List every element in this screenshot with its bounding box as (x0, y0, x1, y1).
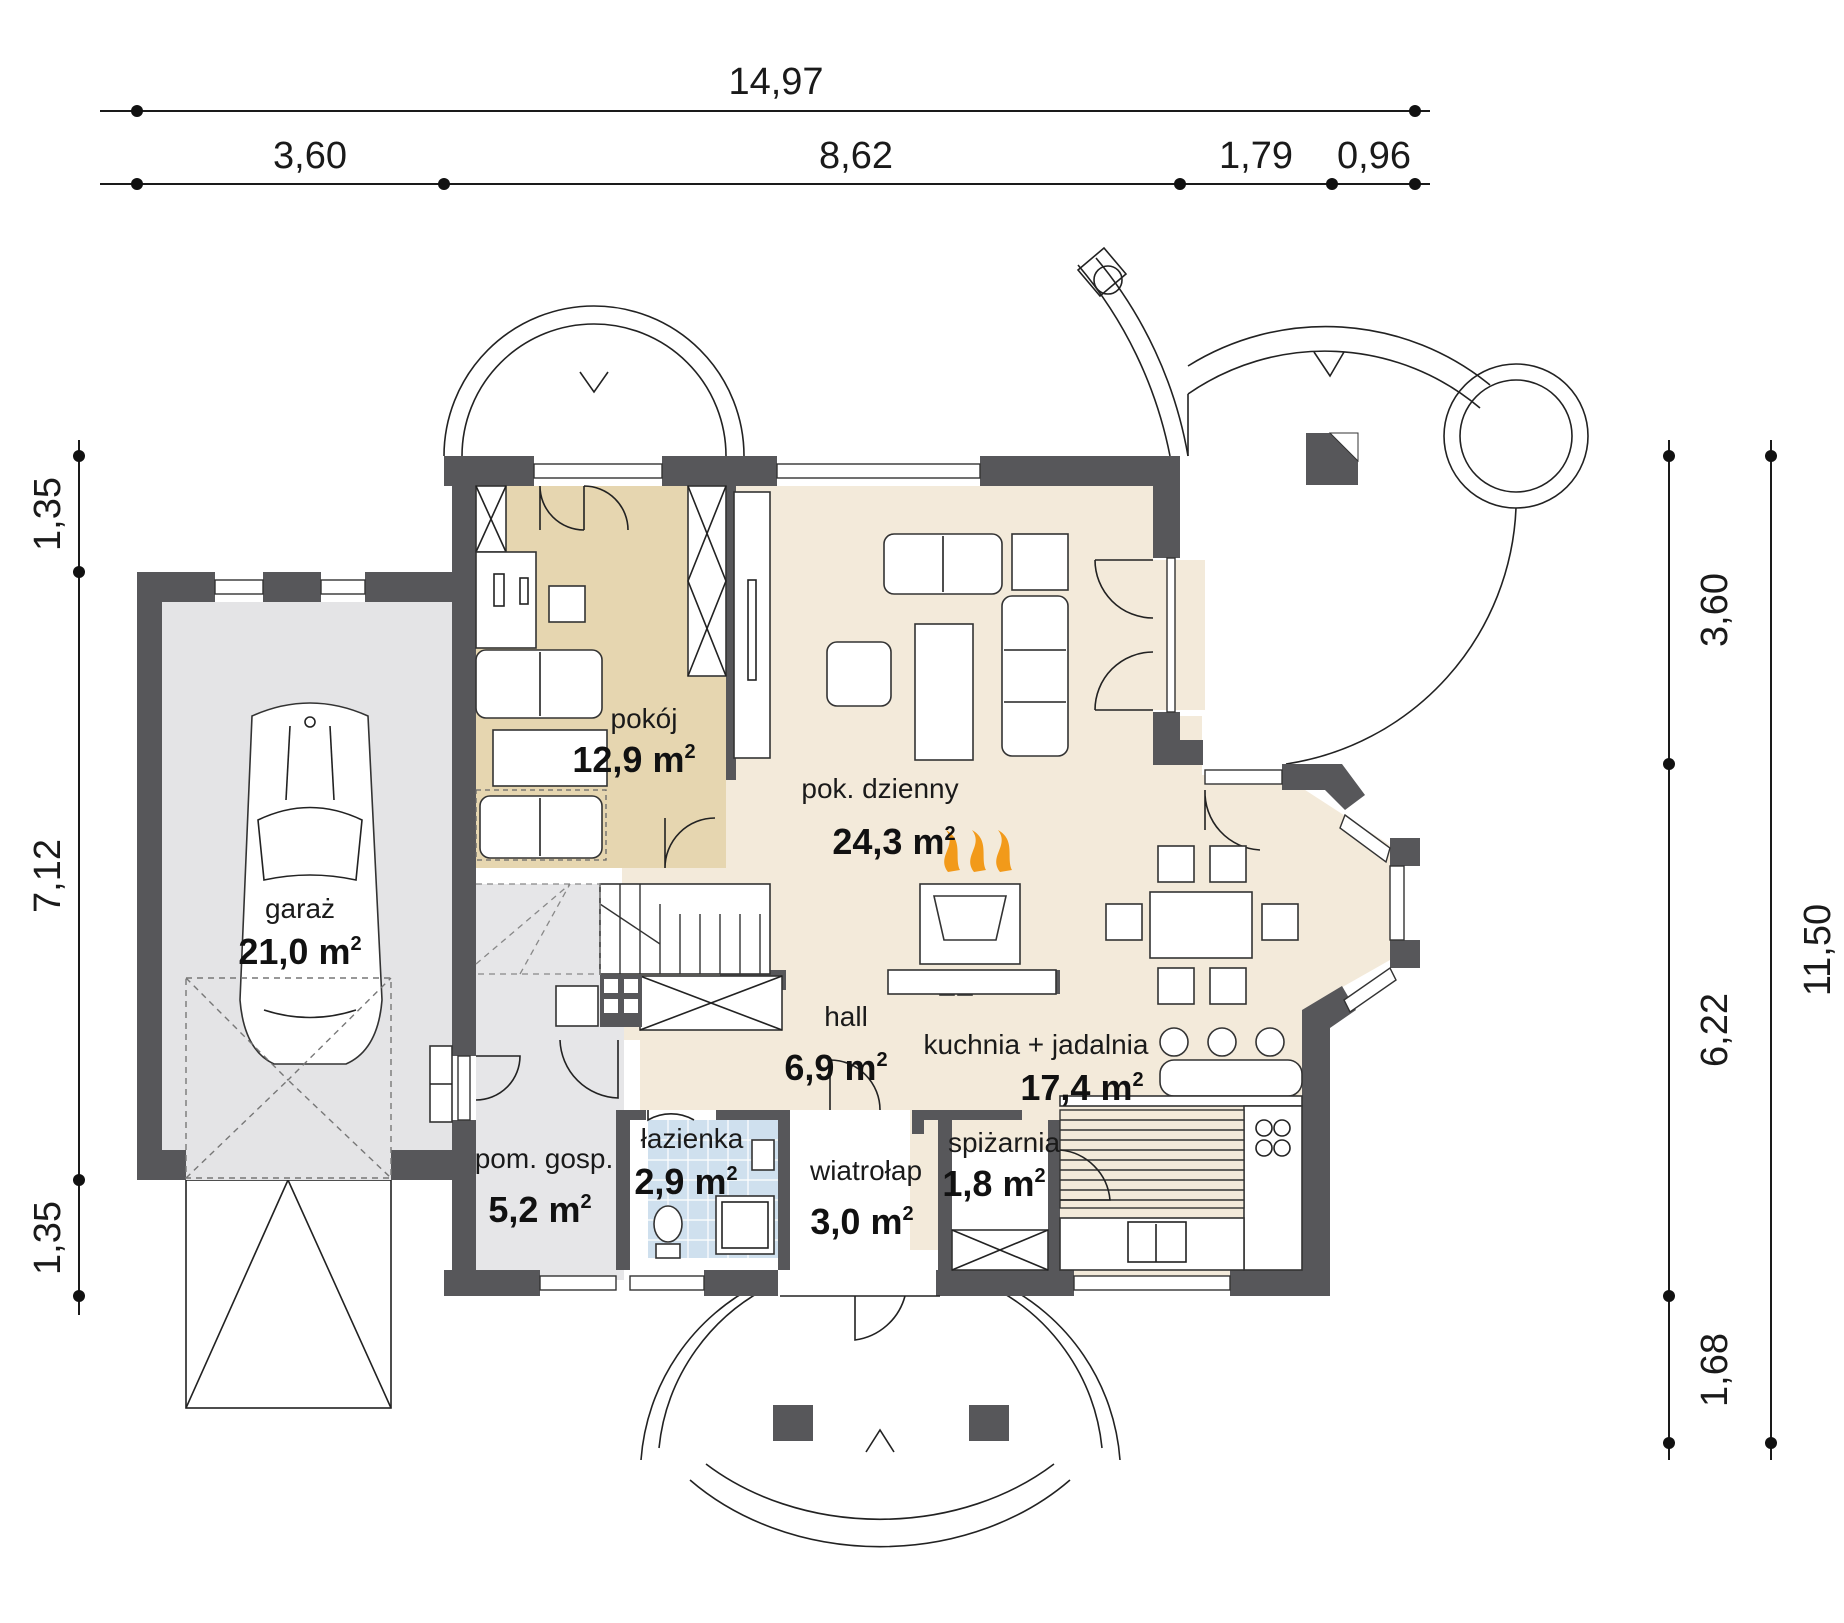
dim-left-2: 7,12 (27, 839, 69, 913)
dim-top-seg-1: 3,60 (273, 135, 347, 177)
furniture (185, 485, 1303, 1341)
room-name-garaz: garaż (265, 893, 335, 924)
room-name-dzienny: pok. dzienny (801, 773, 958, 804)
room-name-spizarnia: spiżarnia (948, 1127, 1060, 1158)
room-name-hall: hall (824, 1001, 868, 1032)
room-name-wiatrolap: wiatrołap (809, 1155, 922, 1186)
walls (137, 456, 1420, 1296)
room-labels: garaż 21,0 m2 pokój 12,9 m2 pok. dzienny… (238, 703, 1148, 1242)
dimension-labels: 14,97 3,60 8,62 1,79 0,96 1,35 7,12 1,35… (27, 61, 1839, 1407)
dim-right-3: 1,68 (1694, 1333, 1736, 1407)
dim-right-1: 3,60 (1694, 573, 1736, 647)
dim-top-seg-2: 8,62 (819, 135, 893, 177)
dimension-lines (73, 105, 1777, 1460)
dim-left-1: 1,35 (27, 477, 69, 551)
windows (214, 463, 1405, 1291)
room-area-kuchnia: 17,4 m2 (1020, 1067, 1143, 1108)
room-area-gosp: 5,2 m2 (488, 1189, 591, 1230)
room-area-wiatrolap: 3,0 m2 (810, 1201, 913, 1242)
room-name-gosp: pom. gosp. (475, 1143, 614, 1174)
room-area-spizarnia: 1,8 m2 (942, 1163, 1045, 1204)
dim-left-3: 1,35 (27, 1201, 69, 1275)
room-name-kuchnia: kuchnia + jadalnia (924, 1029, 1149, 1060)
dim-right-2: 6,22 (1694, 993, 1736, 1067)
room-name-pokoj: pokój (611, 703, 678, 734)
dim-top-seg-4: 0,96 (1337, 135, 1411, 177)
dim-top-total: 14,97 (728, 61, 823, 103)
room-area-lazienka: 2,9 m2 (634, 1161, 737, 1202)
dim-right-total: 11,50 (1797, 904, 1839, 996)
room-area-dzienny: 24,3 m2 (832, 821, 955, 862)
room-area-hall: 6,9 m2 (784, 1047, 887, 1088)
room-area-garaz: 21,0 m2 (238, 931, 361, 972)
fire-icon (944, 830, 1012, 872)
room-name-lazienka: łazienka (641, 1123, 744, 1154)
dim-top-seg-3: 1,79 (1219, 135, 1293, 177)
room-area-pokoj: 12,9 m2 (572, 739, 695, 780)
